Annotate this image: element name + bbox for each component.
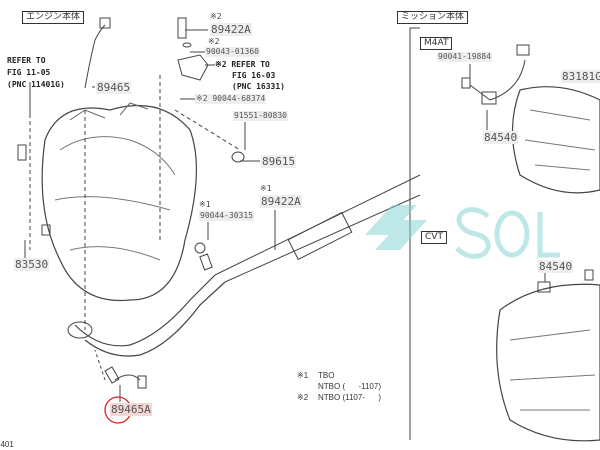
part-84540-m4at[interactable]: 84540 — [483, 131, 519, 144]
section-m4at: M4AT — [420, 37, 453, 50]
legend-text-2: NTBO ( -1107) — [318, 382, 381, 391]
part-89465a[interactable]: 89465A — [110, 403, 152, 416]
legend-mark-3: ※2 — [297, 393, 309, 402]
part-83181g[interactable]: 83181G- — [561, 70, 600, 83]
part-83530[interactable]: 83530 — [14, 258, 50, 271]
refer-to-2-line1: ※2 REFER TO — [215, 60, 270, 69]
refer-to-1-line3: (PNC 11401G) — [7, 80, 65, 89]
mark-90044-30315: ※1 — [199, 200, 211, 209]
part-89615[interactable]: 89615 — [261, 155, 297, 168]
mark-89422a-top: ※2 — [210, 12, 222, 21]
part-90041-19884[interactable]: 90041-19884 — [437, 52, 492, 62]
section-mission: ミッション本体 — [397, 11, 469, 24]
section-engine: エンジン本体 — [22, 11, 85, 24]
refer-to-2-line3: (PNC 16331) — [232, 82, 285, 91]
refer-to-2-line2[interactable]: FIG 16-03 — [232, 71, 276, 80]
part-91551-80830[interactable]: 91551-80830 — [233, 111, 288, 121]
mark-90043: ※2 — [208, 37, 220, 46]
part-84540-cvt[interactable]: 84540 — [538, 260, 574, 273]
mark-89422a-mid: ※1 — [260, 184, 272, 193]
figure-id: 8401 — [0, 440, 14, 449]
legend-mark-1: ※1 — [297, 371, 309, 380]
part-90044-30315[interactable]: 90044-30315 — [199, 211, 254, 221]
refer-to-1-line1: REFER TO — [7, 56, 46, 65]
part-89422a-mid[interactable]: 89422A — [260, 195, 302, 208]
part-89465[interactable]: 89465 — [96, 81, 132, 94]
watermark-logo — [365, 205, 560, 259]
part-90044-68374[interactable]: ※2 90044-68374 — [195, 94, 267, 104]
refer-to-1-line2[interactable]: FIG 11-05 — [7, 68, 51, 77]
part-90043-01360[interactable]: 90043-01360 — [205, 47, 260, 57]
legend-text-1: TBO — [318, 371, 335, 380]
legend-text-3: NTBO (1107- ) — [318, 393, 381, 402]
section-cvt: CVT — [421, 231, 447, 244]
part-89422a-top[interactable]: 89422A — [210, 23, 252, 36]
